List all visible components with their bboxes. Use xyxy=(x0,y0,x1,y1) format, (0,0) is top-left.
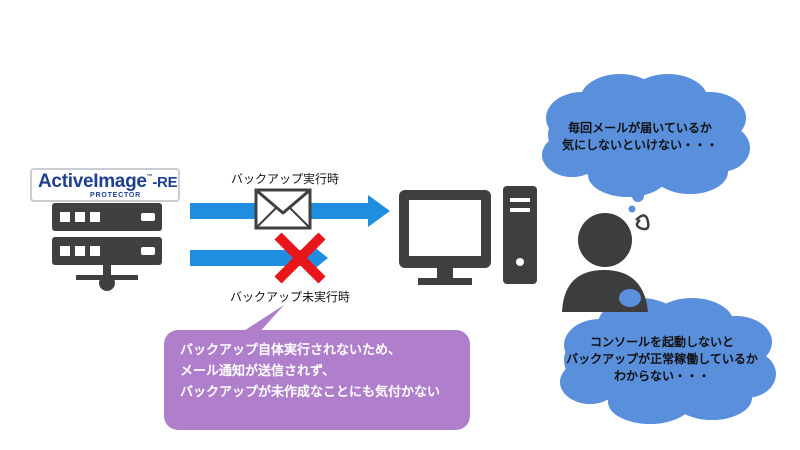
cloud-top-line-2: 気にしないといけない・・・ xyxy=(561,138,718,152)
logo-wordmark: ActiveImage™-RE xyxy=(38,171,178,193)
cloud-bottom-text: コンソールを起動しないと バックアップが正常稼働しているか わからない・・・ xyxy=(562,334,762,385)
envelope-icon xyxy=(254,188,312,230)
logo-name: ActiveImage xyxy=(38,171,147,192)
logo-subtitle: PROTECTOR xyxy=(90,192,142,199)
callout-line-2: メール通知が送信されず、 xyxy=(180,364,336,379)
thought-cloud-top xyxy=(542,74,750,213)
callout-line-3: バックアップが未作成なことにも気付かない xyxy=(180,385,441,400)
cloud-top-line-1: 毎回メールが届いているか xyxy=(568,121,712,135)
cloud-top-text: 毎回メールが届いているか 気にしないといけない・・・ xyxy=(560,120,720,154)
cloud-bottom-line-1: コンソールを起動しないと xyxy=(589,335,734,349)
logo-trademark: ™ xyxy=(146,174,153,180)
label-backup-executed: バックアップ実行時 xyxy=(231,172,340,186)
person-icon xyxy=(562,213,650,312)
callout-text: バックアップ自体実行されないため、 メール通知が送信されず、 バックアップが未作… xyxy=(180,340,480,403)
cloud-bottom-line-3: わからない・・・ xyxy=(613,369,710,383)
cloud-bottom-line-2: バックアップが正常稼働しているか xyxy=(566,352,758,366)
activeimage-logo: ActiveImage™-RE PROTECTOR xyxy=(30,168,180,202)
callout-line-1: バックアップ自体実行されないため、 xyxy=(180,343,402,358)
cross-icon xyxy=(274,232,326,284)
label-backup-not-executed: バックアップ未実行時 xyxy=(230,290,351,304)
logo-suffix: -RE xyxy=(152,174,178,191)
callout-bubble xyxy=(164,305,470,430)
computer-icon xyxy=(399,186,537,285)
server-icon xyxy=(52,203,162,291)
